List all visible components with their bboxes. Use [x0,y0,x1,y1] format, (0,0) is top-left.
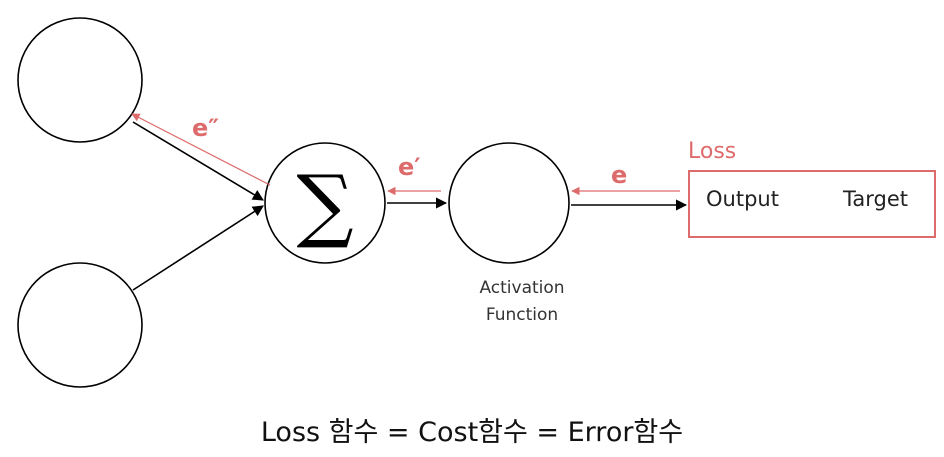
loss-title: Loss [688,139,736,164]
activation-label-line2: Function [486,305,558,325]
backward-arrow-sum-to-top [131,113,271,186]
activation-label-line1: Activation [479,278,564,298]
input-node-top [17,17,143,143]
forward-arrow-bottom-to-sum [132,205,264,291]
caption: Loss 함수 = Cost함수 = Error함수 [260,417,684,448]
activation-node [448,142,570,264]
loss-box [688,170,936,238]
sum-node [264,142,386,264]
target-label: Target [842,187,908,211]
error-label-e-double-prime: e″ [192,114,219,142]
forward-arrow-top-to-sum [132,121,264,201]
input-node-bottom [17,262,143,388]
error-label-e-prime: e′ [398,153,421,181]
output-label: Output [706,187,779,211]
error-label-e: e [611,161,627,189]
sigma-symbol: ∑ [296,158,353,251]
